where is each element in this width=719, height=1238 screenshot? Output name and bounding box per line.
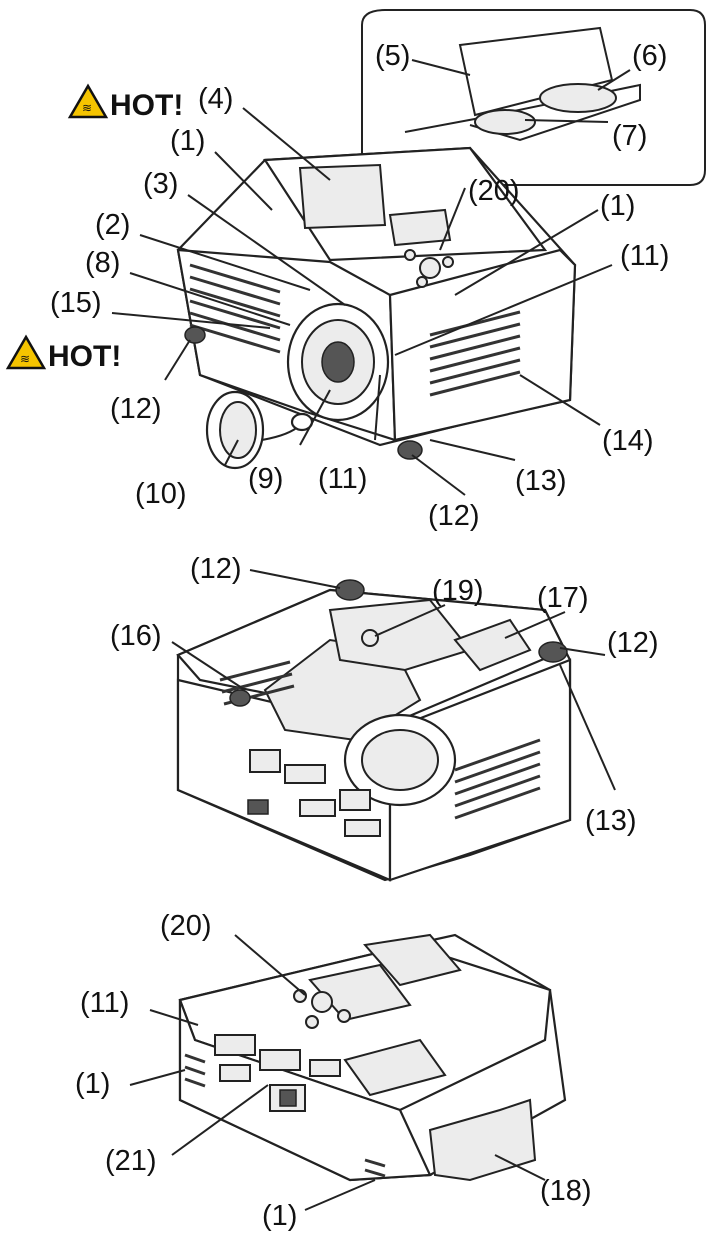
label-3: (3) bbox=[143, 168, 178, 200]
label-4: (4) bbox=[198, 83, 233, 115]
top-front-view: ≋ HOT! ≋ HOT! bbox=[5, 9, 706, 532]
hot-warning-side: ≋ HOT! bbox=[5, 334, 121, 373]
label-8: (8) bbox=[85, 247, 120, 279]
label-1: (1) bbox=[170, 125, 205, 157]
label-12: (12) bbox=[607, 627, 659, 659]
side-vent bbox=[429, 310, 521, 397]
leader-lines-rear bbox=[129, 934, 546, 1211]
projector-top-body bbox=[176, 146, 577, 470]
label-12: (12) bbox=[428, 500, 480, 532]
rear-vent-right bbox=[364, 1158, 386, 1178]
hot-warning-text: HOT! bbox=[48, 340, 121, 373]
label-7: (7) bbox=[612, 120, 647, 152]
rear-connector-panel bbox=[214, 1034, 341, 1112]
lens bbox=[286, 302, 390, 422]
lamp-door bbox=[453, 618, 532, 672]
projector-bottom-body bbox=[176, 579, 572, 882]
side-vent-bottom bbox=[454, 738, 541, 820]
button-6-detail bbox=[539, 83, 617, 113]
label-11: (11) bbox=[620, 240, 669, 272]
control-buttons-rear bbox=[293, 989, 351, 1029]
foot-front-right bbox=[397, 440, 423, 460]
top-panel-right-rear bbox=[343, 1038, 447, 1097]
lens-cap bbox=[205, 390, 314, 470]
foot-bottom-rear bbox=[335, 579, 365, 601]
label-16: (16) bbox=[110, 620, 162, 652]
lamp-door-detail bbox=[404, 26, 641, 142]
leader-lines-bottom bbox=[171, 569, 616, 791]
label-18: (18) bbox=[540, 1175, 592, 1207]
hot-warning-text: HOT! bbox=[110, 89, 183, 122]
rear-view: (20) (11) (1) (21) (1) (18) bbox=[75, 910, 592, 1232]
label-2: (2) bbox=[95, 209, 130, 241]
filter-cover bbox=[328, 598, 472, 672]
label-13: (13) bbox=[585, 805, 637, 837]
bottom-view: (12) (16) (19) (17) (12) (13) bbox=[110, 553, 659, 882]
label-14: (14) bbox=[602, 425, 654, 457]
svg-text:≋: ≋ bbox=[82, 101, 92, 115]
label-9: (9) bbox=[248, 463, 283, 495]
screw-19 bbox=[361, 629, 379, 647]
label-11: (11) bbox=[80, 987, 129, 1019]
leader-lines-top bbox=[111, 59, 631, 496]
warning-triangle-icon bbox=[67, 83, 109, 119]
label-17: (17) bbox=[537, 582, 589, 614]
label-6: (6) bbox=[632, 40, 667, 72]
rear-vent-left bbox=[184, 1053, 206, 1088]
foot-bottom-left bbox=[229, 689, 251, 707]
projector-rear-body bbox=[178, 933, 567, 1182]
foot-bottom-right bbox=[538, 641, 568, 663]
button-7-detail bbox=[474, 109, 536, 135]
label-11: (11) bbox=[318, 463, 367, 495]
warning-triangle-icon bbox=[5, 334, 47, 370]
carry-handle bbox=[363, 933, 462, 987]
label-10: (10) bbox=[135, 478, 187, 510]
label-15: (15) bbox=[50, 287, 102, 319]
label-13: (13) bbox=[515, 465, 567, 497]
label-5: (5) bbox=[375, 40, 410, 72]
side-bracket bbox=[428, 1098, 537, 1182]
label-1: (1) bbox=[75, 1068, 110, 1100]
top-panel-rear bbox=[308, 963, 412, 1022]
label-1: (1) bbox=[600, 190, 635, 222]
label-12: (12) bbox=[110, 393, 162, 425]
front-vent bbox=[189, 263, 281, 354]
label-20: (20) bbox=[160, 910, 212, 942]
label-12: (12) bbox=[190, 553, 242, 585]
label-21: (21) bbox=[105, 1145, 157, 1177]
foot-front-left bbox=[184, 326, 206, 344]
control-buttons bbox=[404, 249, 454, 288]
label-19: (19) bbox=[432, 575, 484, 607]
label-20: (20) bbox=[468, 175, 520, 207]
label-1: (1) bbox=[262, 1200, 297, 1232]
svg-text:≋: ≋ bbox=[20, 352, 30, 366]
hot-warning-top: ≋ HOT! bbox=[67, 83, 183, 122]
connector-panel bbox=[247, 749, 381, 837]
top-panel bbox=[298, 163, 387, 230]
top-panel-right bbox=[388, 208, 452, 247]
